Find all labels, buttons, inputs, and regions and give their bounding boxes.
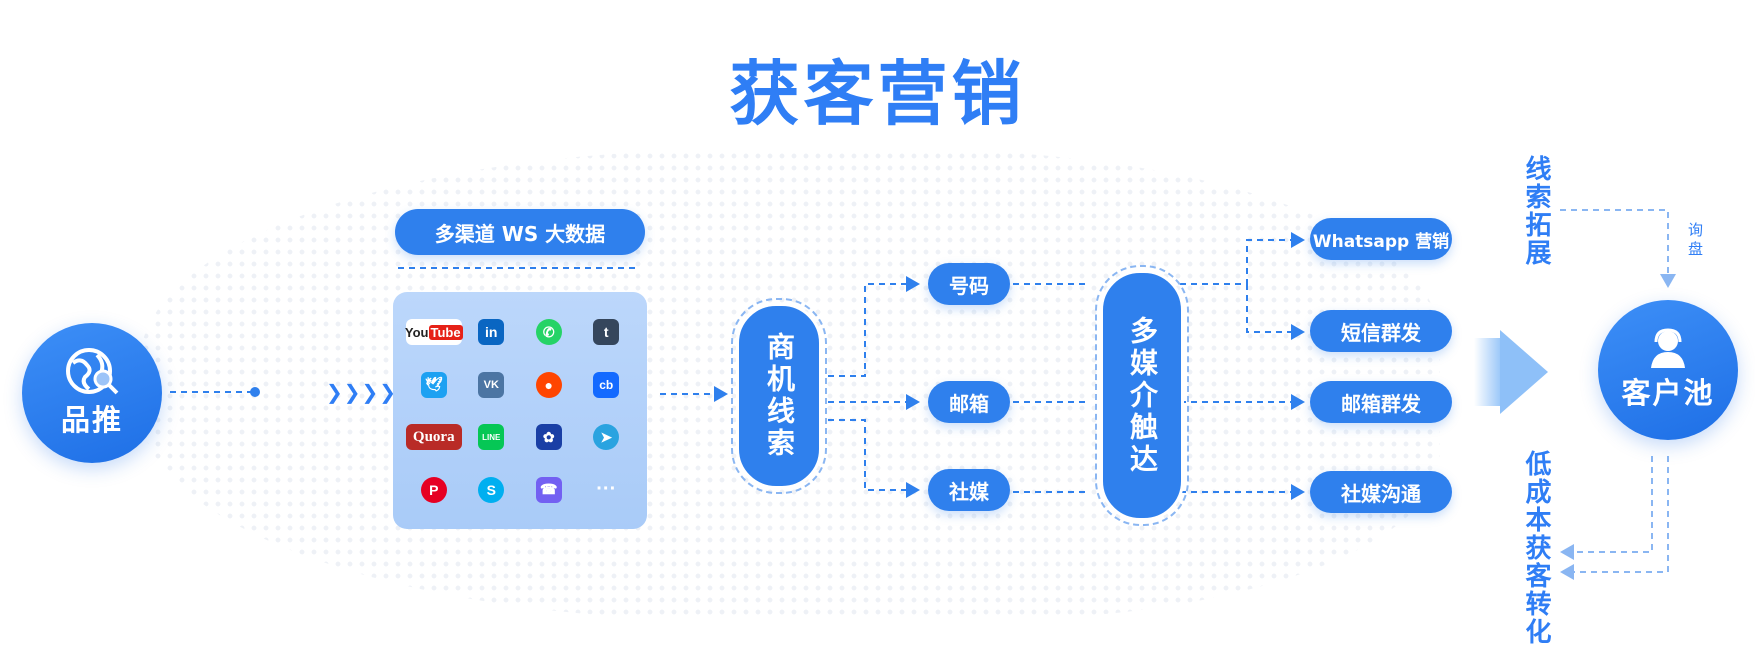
crunchbase-icon: cb — [593, 371, 620, 398]
viber-icon: ☎ — [535, 476, 562, 503]
start-node: 品推 — [22, 323, 162, 463]
lead-type-email: 邮箱 — [928, 381, 1010, 423]
line-icon: LINE — [478, 424, 505, 451]
customer-pool-label: 客户池 — [1621, 376, 1715, 410]
twitter-icon: 🕊 — [420, 371, 447, 398]
leads-node: 商机线索 — [731, 298, 827, 494]
customer-pool-node: 客户池 — [1598, 300, 1738, 440]
linkedin-icon: in — [478, 319, 505, 346]
channel-email: 邮箱群发 — [1310, 381, 1452, 423]
expand-label: 线索拓展 — [1521, 155, 1551, 267]
lead-type-social: 社媒 — [928, 469, 1010, 511]
page-title: 获客营销 — [729, 53, 1026, 135]
chevrons-icon: ❯❯❯❯ — [326, 380, 398, 404]
big-arrow-icon — [1500, 330, 1548, 414]
channel-whatsapp: Whatsapp 营销 — [1310, 218, 1452, 260]
pinterest-icon: P — [420, 476, 447, 503]
inquiry-label: 询盘 — [1686, 222, 1704, 260]
lead-type-phone: 号码 — [928, 263, 1010, 305]
user-headset-icon — [1651, 328, 1685, 368]
media-node: 多媒介触达 — [1095, 265, 1189, 526]
tumblr-icon: t — [593, 319, 620, 346]
globe-search-icon — [66, 348, 119, 395]
telegram-icon: ➤ — [593, 424, 620, 451]
whatsapp-icon: ✆ — [535, 319, 562, 346]
arrow-tail — [1474, 338, 1504, 406]
vk-icon: VK — [478, 371, 505, 398]
channel-sms: 短信群发 — [1310, 310, 1452, 352]
more-icon: ··· — [596, 478, 617, 501]
reddit-icon: ● — [535, 371, 562, 398]
quora-icon: Quora — [405, 424, 462, 451]
foursquare-icon: ✿ — [535, 424, 562, 451]
convert-label: 低成本获客转化 — [1521, 450, 1551, 646]
skype-icon: S — [478, 476, 505, 503]
channel-header: 多渠道 WS 大数据 — [395, 209, 645, 255]
start-node-label: 品推 — [60, 403, 123, 437]
channel-social: 社媒沟通 — [1310, 471, 1452, 513]
